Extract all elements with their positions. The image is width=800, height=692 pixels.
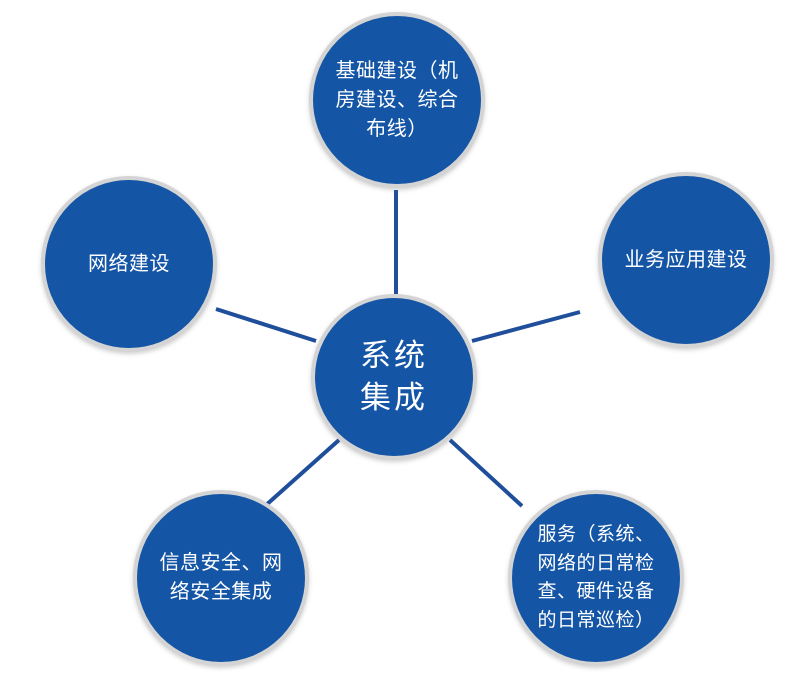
- node-label-network-construction: 网络建设: [88, 252, 170, 275]
- connector-center-bottom-left: [263, 438, 341, 508]
- node-label-services: 服务（系统、 网络的日常检 查、硬件设备 的日常巡检）: [537, 524, 655, 631]
- node-business-application-construction[interactable]: 业务应用建设: [598, 172, 774, 348]
- node-label-system-integration-hub: 系统 集成: [360, 338, 428, 415]
- node-label-information-network-security: 信息安全、网 络安全集成: [159, 552, 283, 603]
- node-network-construction[interactable]: 网络建设: [41, 176, 217, 352]
- node-services[interactable]: 服务（系统、 网络的日常检 查、硬件设备 的日常巡检）: [508, 490, 684, 666]
- node-information-network-security[interactable]: 信息安全、网 络安全集成: [133, 490, 309, 666]
- connector-center-bottom-right: [448, 438, 524, 508]
- connector-center-left: [215, 307, 317, 343]
- node-infrastructure-construction[interactable]: 基础建设（机 房建设、综合 布线）: [309, 12, 485, 188]
- node-label-business-application-construction: 业务应用建设: [624, 248, 748, 271]
- connector-center-right: [471, 310, 581, 343]
- node-label-infrastructure-construction: 基础建设（机 房建设、综合 布线）: [335, 59, 459, 140]
- node-system-integration-hub[interactable]: 系统 集成: [311, 294, 477, 460]
